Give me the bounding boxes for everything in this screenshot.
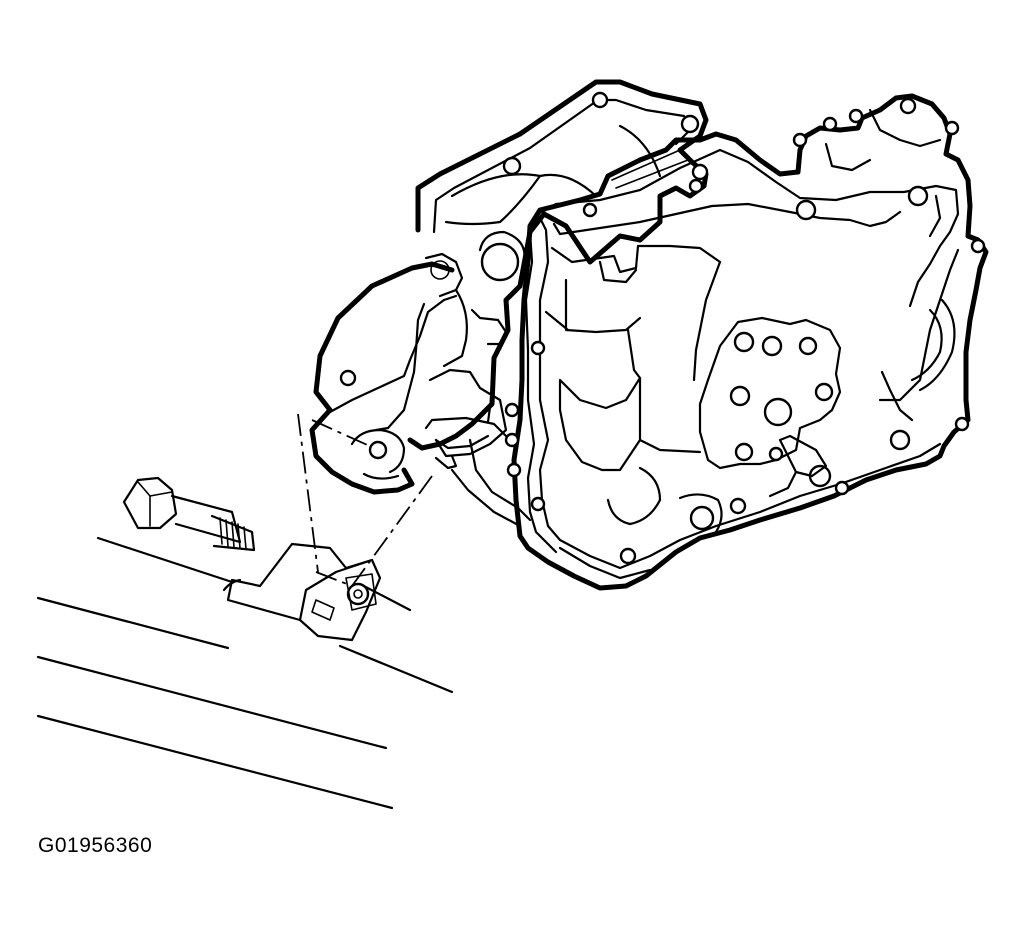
figure-code: G01956360 xyxy=(38,834,153,857)
mount-bolt xyxy=(122,476,256,552)
mount-bracket xyxy=(222,542,382,642)
alignment-lines xyxy=(297,413,433,587)
transaxle-assembly xyxy=(309,79,989,591)
frame-rail xyxy=(36,536,454,810)
pan-bolts xyxy=(729,331,834,462)
case-bolts xyxy=(504,97,986,565)
